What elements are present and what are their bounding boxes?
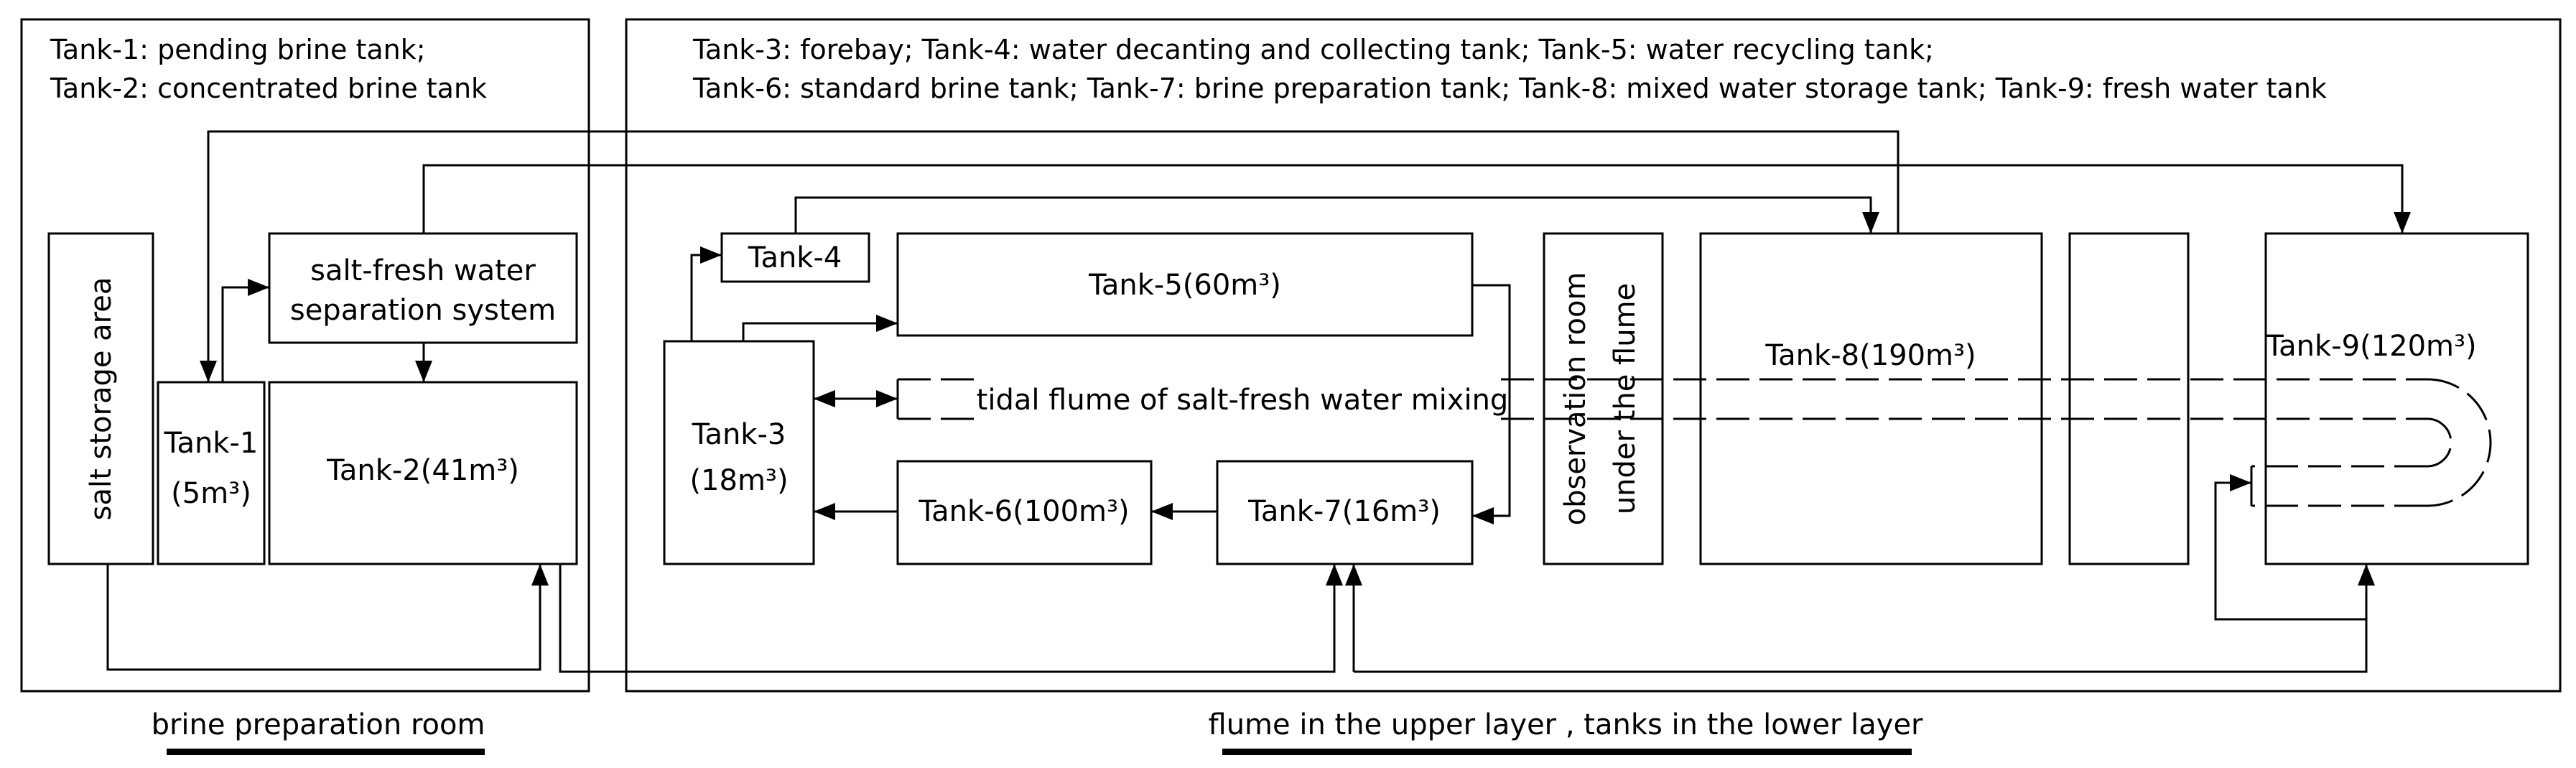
tank-7-label: Tank-7(16m³) bbox=[1247, 495, 1441, 528]
flume-outer-bend bbox=[2427, 378, 2492, 507]
flow-line bbox=[1354, 564, 2375, 673]
flume-label-mask bbox=[984, 377, 1501, 420]
flow-line bbox=[690, 246, 722, 341]
separation-system-label-2: separation system bbox=[290, 294, 556, 327]
flow-line bbox=[221, 279, 269, 382]
legend-right-line1: Tank-3: forebay; Tank-4: water decanting… bbox=[692, 34, 1934, 65]
flow-line bbox=[742, 315, 898, 341]
observation-room-label-1: observation room bbox=[1559, 272, 1592, 526]
salt-storage-box bbox=[47, 232, 154, 565]
caption-flume-layer: flume in the upper layer , tanks in the … bbox=[1209, 708, 1924, 741]
tank-9-box bbox=[2264, 232, 2529, 565]
caption-brine-preparation-room: brine preparation room bbox=[152, 708, 485, 741]
legend-left-line2: Tank-2: concentrated brine tank bbox=[50, 73, 487, 104]
observation-room-label-2: under the flume bbox=[1609, 283, 1642, 514]
tank-4-label: Tank-4 bbox=[748, 241, 842, 274]
tank-1-box bbox=[157, 381, 266, 565]
flume-inner-bend bbox=[2427, 417, 2452, 468]
tank-3-box bbox=[663, 340, 815, 565]
tank-2-label: Tank-2(41m³) bbox=[326, 454, 519, 487]
flow-line bbox=[794, 196, 1879, 233]
flume-label: tidal flume of salt-fresh water mixing bbox=[977, 384, 1509, 417]
caption-left-underline bbox=[167, 749, 485, 755]
flow-line bbox=[1472, 284, 1511, 524]
unlabeled-box bbox=[2068, 232, 2190, 565]
legend-right-line2: Tank-6: standard brine tank; Tank-7: bri… bbox=[692, 73, 2327, 104]
observation-room-box bbox=[1543, 232, 1664, 565]
tank-3-label: Tank-3 bbox=[692, 418, 786, 451]
flume-room-frame bbox=[625, 18, 2562, 693]
caption-right-underline bbox=[1222, 749, 1912, 755]
tank-6-label: Tank-6(100m³) bbox=[918, 495, 1129, 528]
flow-line bbox=[422, 164, 2411, 233]
flow-line bbox=[559, 564, 1343, 673]
tank-1-volume: (5m³) bbox=[171, 477, 251, 510]
tank-9-label: Tank-9(120m³) bbox=[2265, 330, 2476, 363]
tank-8-label: Tank-8(190m³) bbox=[1764, 339, 1976, 372]
tank-5-label: Tank-5(60m³) bbox=[1088, 269, 1281, 302]
brine-preparation-room-frame bbox=[20, 18, 590, 693]
tank-8-box bbox=[1699, 232, 2043, 565]
salt-storage-label: salt storage area bbox=[85, 277, 118, 521]
legend-left-line1: Tank-1: pending brine tank; bbox=[50, 34, 426, 65]
flow-line bbox=[106, 564, 549, 671]
separation-system-label-1: salt-fresh water bbox=[310, 254, 536, 287]
tank-1-label: Tank-1 bbox=[164, 427, 259, 460]
flow-line bbox=[200, 130, 1900, 382]
flow-line bbox=[2214, 474, 2366, 621]
tank-3-volume: (18m³) bbox=[689, 464, 788, 497]
